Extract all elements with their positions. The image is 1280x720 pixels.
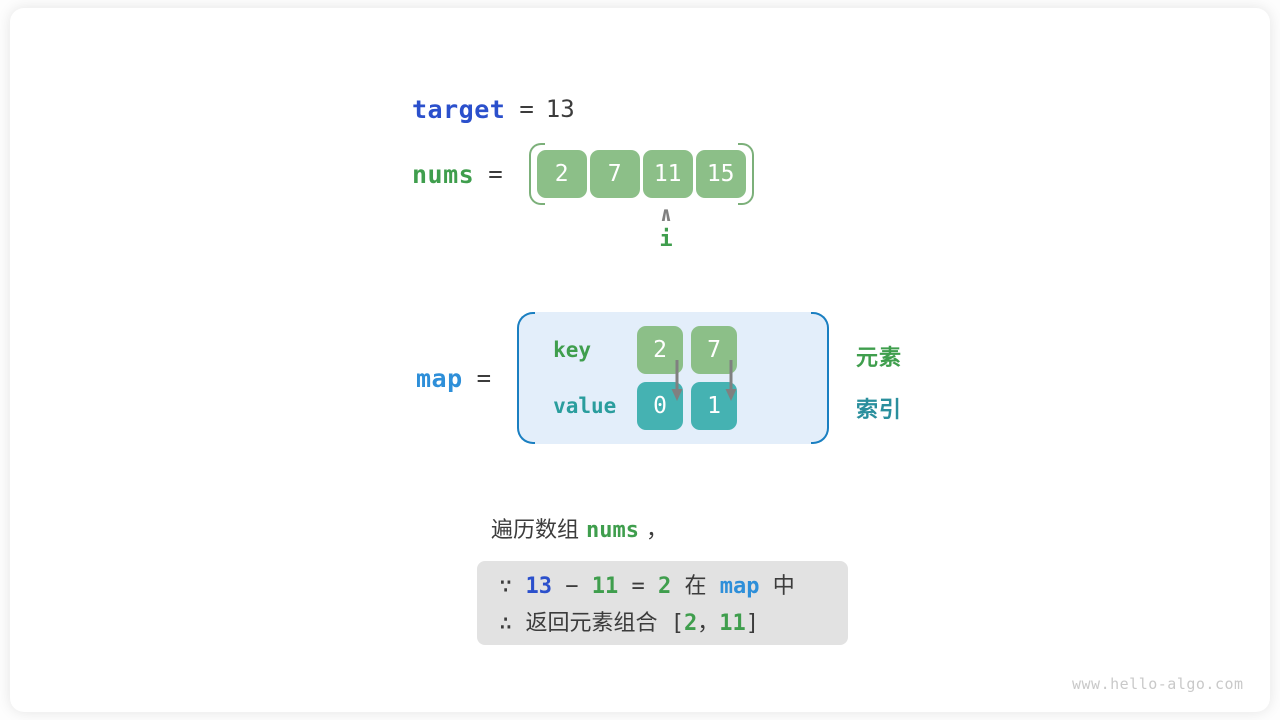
result-return-text: 返回元素组合 [525, 611, 658, 636]
sp [658, 613, 671, 635]
sp [552, 576, 565, 598]
explanation-nums-token: nums [586, 518, 639, 543]
map-container: key 2 7 value 0 1 [517, 312, 830, 444]
target-variable-label: target [412, 94, 506, 124]
explanation-prefix: 遍历数组 [491, 518, 580, 543]
map-key-row: key 2 7 [553, 326, 738, 374]
nums-cell: 15 [695, 150, 746, 198]
map-equals-sign: = [476, 364, 492, 392]
sp [645, 576, 658, 598]
nums-row: nums = 2 7 11 15 [412, 143, 754, 205]
result-pair-comma: ， [697, 611, 720, 636]
sp [512, 613, 525, 635]
nums-cell: 2 [536, 150, 587, 198]
explanation-space-2 [639, 518, 646, 543]
map-key-cell: 2 [637, 326, 684, 374]
nums-array-container: 2 7 11 15 [528, 143, 754, 205]
map-value-row: value 0 1 [553, 382, 738, 430]
result-map-token: map [719, 574, 760, 599]
pointer-label: i [659, 227, 673, 252]
legend-element-label: 元素 [856, 346, 903, 371]
map-value-label: value [553, 394, 617, 418]
result-operand-c: 2 [658, 574, 672, 599]
map-value-cell: 1 [691, 382, 738, 430]
explanation-suffix: ， [646, 518, 669, 543]
nums-cell: 7 [589, 150, 640, 198]
result-operand-a: 13 [525, 574, 553, 599]
target-row: target = 13 [412, 92, 575, 126]
nums-variable-label: nums [412, 159, 475, 189]
result-equals-sign: = [631, 574, 645, 599]
result-box: ∵ 13 − 11 = 2 在 map 中 ∴ 返回元素组合 [ 2 [477, 561, 848, 645]
target-value: 13 [545, 95, 575, 123]
key-to-value-arrow-icon [671, 360, 683, 401]
result-pair-a: 2 [684, 611, 698, 636]
sp [760, 576, 773, 598]
result-bracket-close: ] [745, 611, 760, 636]
result-minus-sign: − [565, 574, 579, 599]
result-middle-text: 中 [772, 574, 795, 599]
because-symbol: ∵ [499, 574, 513, 599]
pointer-caret-icon: ∧ [659, 202, 673, 226]
sp [579, 576, 592, 598]
sp [512, 576, 525, 598]
explanation-line: 遍历数组 nums ， [491, 512, 668, 544]
key-to-value-arrow-icon [725, 360, 737, 401]
sp [671, 576, 684, 598]
explanation-space-1 [579, 518, 586, 543]
map-key-label: key [553, 338, 592, 362]
result-line-because: ∵ 13 − 11 = 2 在 map 中 [499, 576, 795, 598]
nums-equals-sign: = [488, 160, 503, 188]
index-pointer-group: ∧ i [640, 202, 692, 252]
watermark: www.hello-algo.com [1072, 675, 1244, 693]
legend-index-label: 索引 [856, 398, 903, 423]
therefore-symbol: ∴ [499, 611, 513, 636]
map-value-cells: 0 1 [637, 382, 738, 430]
result-bracket-open: [ [670, 611, 685, 636]
map-variable-label: map [416, 363, 463, 393]
result-in-text: 在 [684, 574, 707, 599]
map-row: map = key 2 7 value 0 1 [416, 312, 830, 444]
sp [707, 576, 720, 598]
result-pair-b: 11 [719, 611, 746, 636]
result-operand-b: 11 [591, 574, 619, 599]
sp [618, 576, 631, 598]
map-key-cell: 7 [691, 326, 738, 374]
target-equals-sign: = [519, 95, 534, 123]
map-key-cells: 2 7 [637, 326, 738, 374]
nums-cell: 11 [642, 150, 693, 198]
result-line-therefore: ∴ 返回元素组合 [ 2 ， 11 ] [499, 613, 759, 635]
